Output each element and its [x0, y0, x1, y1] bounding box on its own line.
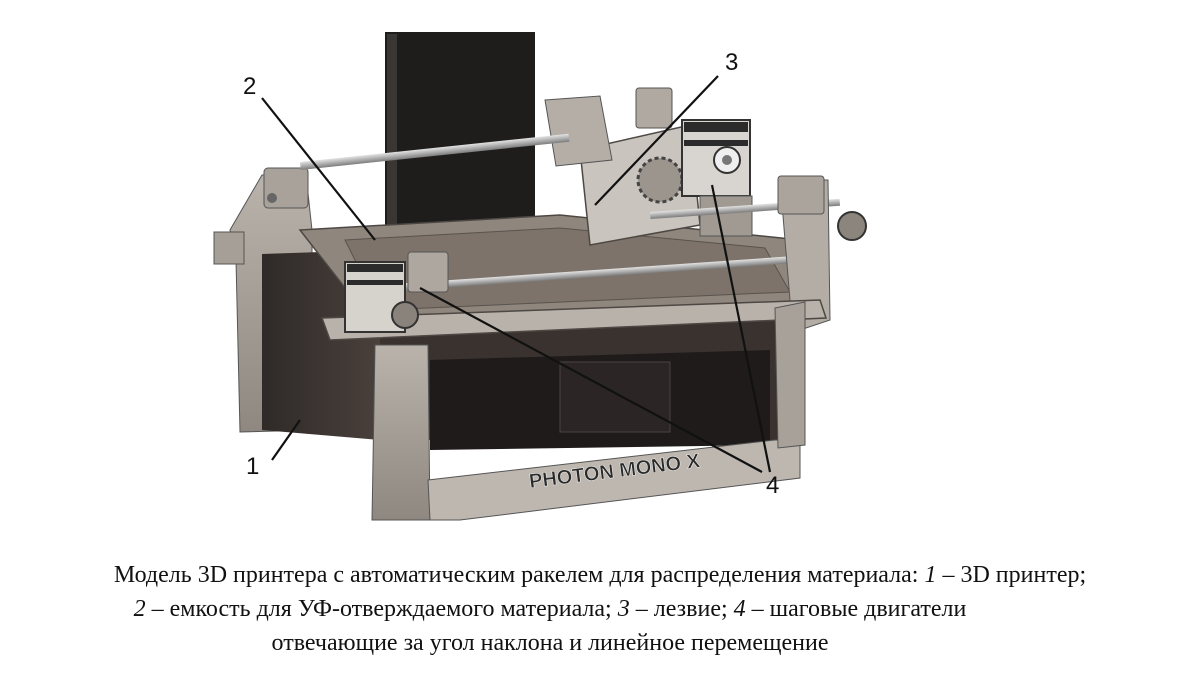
back-rod [300, 133, 570, 170]
printer-model-figure: PHOTON MONO X 1 2 3 4 [213, 32, 867, 521]
leader-line-3 [594, 75, 719, 206]
leader-line-4a [419, 287, 763, 473]
callout-label-2: 2 [243, 73, 256, 100]
printer-base [371, 344, 431, 521]
callout-label-3: 3 [725, 49, 738, 76]
leader-line-2 [261, 97, 376, 241]
caption-line-2: 2 – емкость для УФ-отверждаемого материа… [133, 596, 967, 622]
caption-line-3: отвечающие за угол наклона и линейное пе… [271, 630, 829, 656]
leader-line-4b [710, 184, 772, 473]
leader-line-1 [271, 419, 301, 461]
gear-icon [636, 156, 684, 204]
figure-caption: Модель 3D принтера с автоматическим раке… [0, 558, 1200, 660]
caption-line-1: Модель 3D принтера с автоматическим раке… [113, 562, 1087, 588]
front-rail [320, 299, 828, 341]
callout-label-1: 1 [246, 453, 259, 480]
callout-label-4: 4 [766, 472, 779, 499]
